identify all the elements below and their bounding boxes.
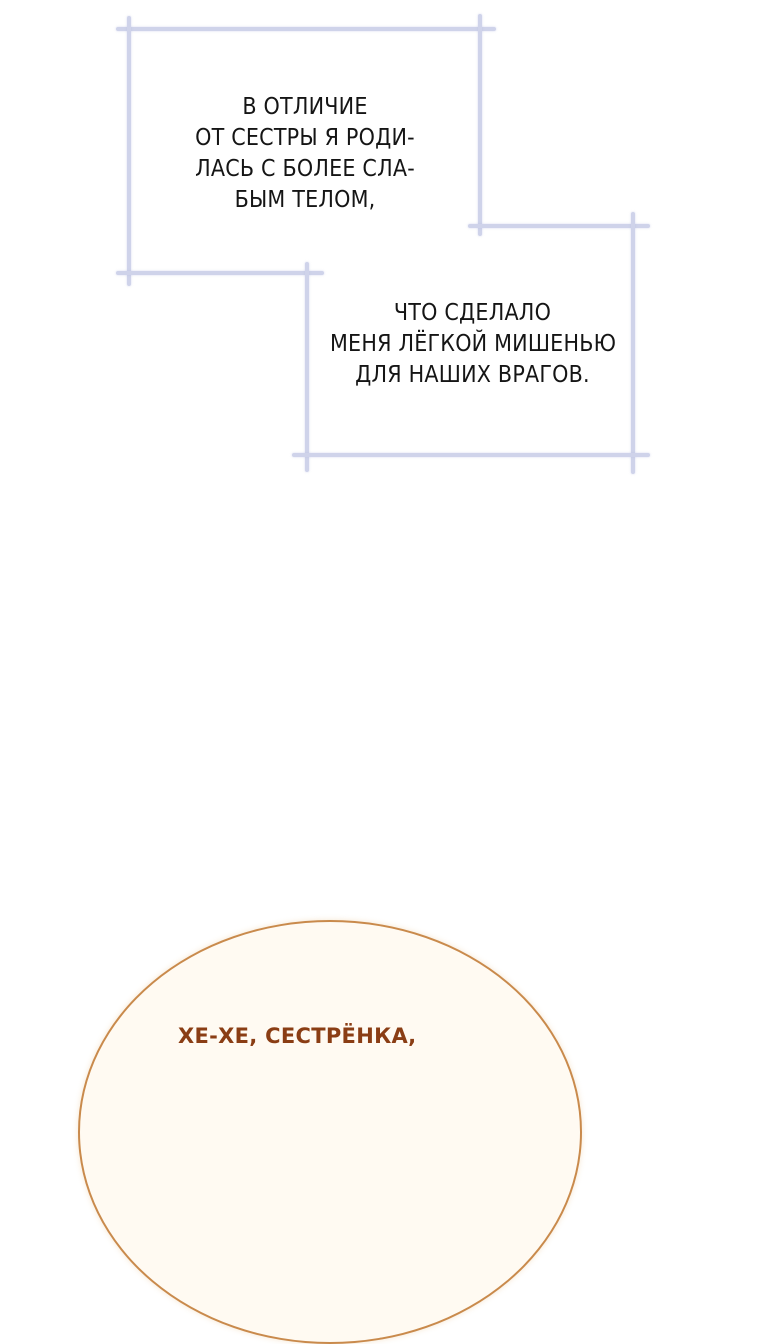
narration-text-1: В ОТЛИЧИЕ ОТ СЕСТРЫ Я РОДИ- ЛАСЬ С БОЛЕЕ… — [190, 92, 420, 216]
box1-bottom-border — [116, 271, 324, 275]
narration-2-line-1: ЧТО СДЕЛАЛО — [393, 300, 552, 326]
box2-bottom-border — [292, 453, 650, 457]
comic-page: В ОТЛИЧИЕ ОТ СЕСТРЫ Я РОДИ- ЛАСЬ С БОЛЕЕ… — [78, 14, 650, 1344]
narration-text-2: ЧТО СДЕЛАЛО МЕНЯ ЛЁГКОЙ МИШЕНЬЮ ДЛЯ НАШИ… — [330, 298, 617, 391]
box1-top-border — [116, 27, 496, 31]
box1-left-border — [127, 16, 131, 286]
box2-left-border — [305, 262, 309, 472]
box2-right-border — [631, 212, 635, 474]
box1-right-border — [478, 14, 482, 236]
narration-1-line-3: ЛАСЬ С БОЛЕЕ СЛА- — [195, 156, 415, 182]
narration-1-line-1: В ОТЛИЧИЕ — [242, 94, 368, 120]
narration-2-line-2: МЕНЯ ЛЁГКОЙ МИШЕНЬЮ — [330, 331, 617, 357]
narration-1-line-2: ОТ СЕСТРЫ Я РОДИ- — [195, 125, 415, 151]
box2-top-border — [468, 224, 650, 228]
speech-bubble — [78, 920, 582, 1344]
narration-1-line-4: БЫМ ТЕЛОМ, — [234, 187, 376, 213]
narration-2-line-3: ДЛЯ НАШИХ ВРАГОВ. — [355, 362, 590, 388]
speech-bubble-text: ХЕ-ХЕ, СЕСТРЁНКА, — [178, 1024, 417, 1048]
